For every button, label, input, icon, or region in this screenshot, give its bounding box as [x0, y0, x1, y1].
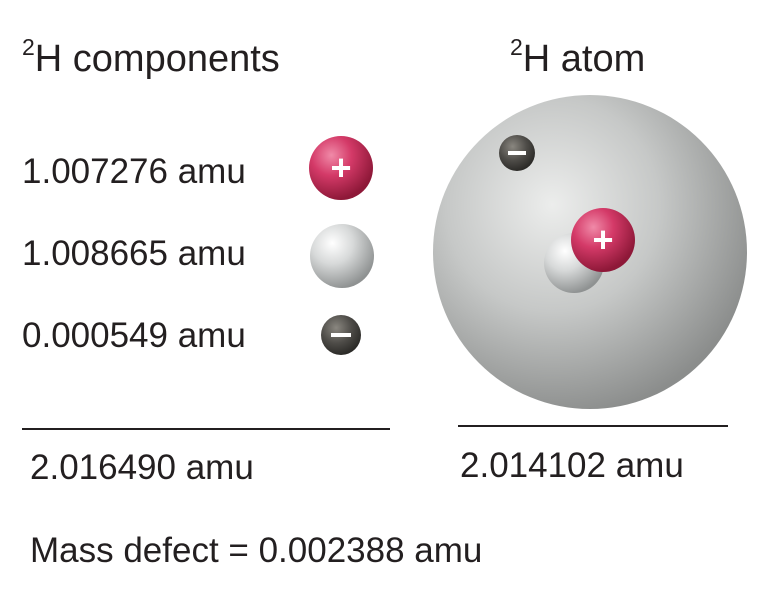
atom-title-superscript: 2	[510, 34, 523, 60]
components-sum-rule	[22, 428, 390, 430]
deuterium-atom-illustration: +	[433, 95, 747, 409]
components-total: 2.016490 amu	[30, 448, 254, 487]
atom-electron-icon	[499, 135, 535, 171]
atom-total: 2.014102 amu	[460, 446, 684, 485]
electron-mass-label: 0.000549 amu	[22, 316, 246, 355]
proton-mass-label: 1.007276 amu	[22, 152, 246, 191]
components-title-superscript: 2	[22, 34, 35, 60]
neutron-icon	[310, 224, 374, 288]
mass-defect-label: Mass defect = 0.002388 amu	[30, 531, 483, 570]
proton-icon: +	[309, 136, 373, 200]
components-title: 2H components	[22, 36, 280, 80]
atom-sum-rule	[458, 425, 728, 427]
components-title-text: H components	[34, 38, 280, 80]
electron-icon	[321, 315, 361, 355]
proton-sign: +	[330, 147, 351, 188]
atom-proton-icon: +	[571, 208, 635, 272]
atom-title-text: H atom	[522, 38, 646, 80]
neutron-mass-label: 1.008665 amu	[22, 234, 246, 273]
atom-proton-sign: +	[592, 219, 613, 260]
atom-title: 2H atom	[510, 36, 646, 80]
